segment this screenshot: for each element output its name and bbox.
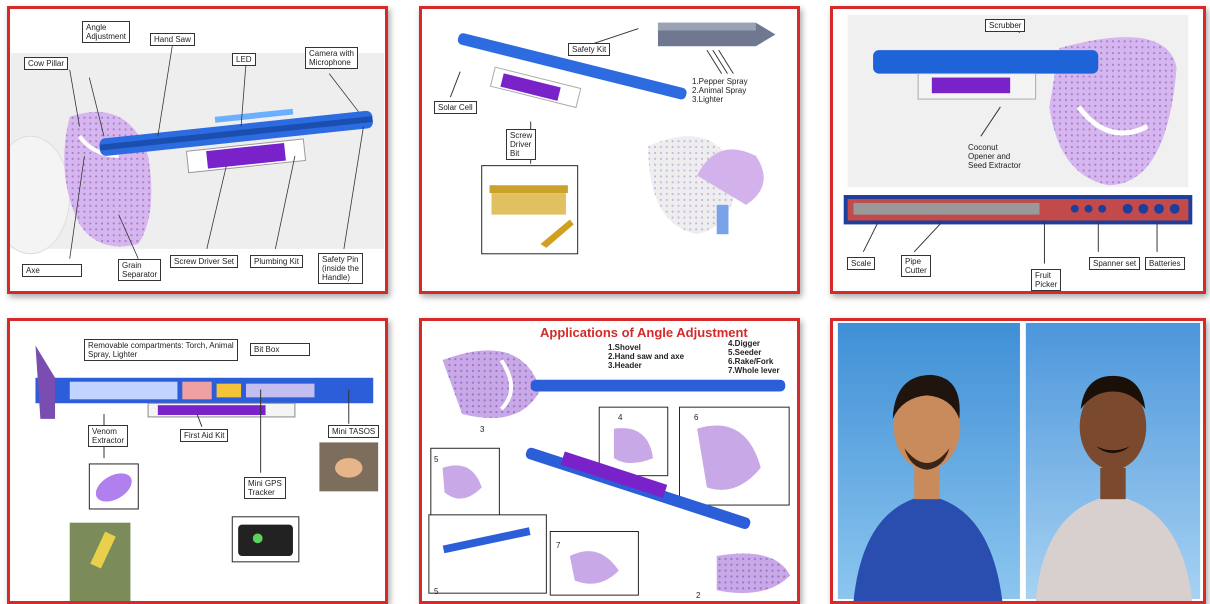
panel-safety-kit: Safety Kit Solar Cell Screw Driver Bit 1…	[419, 6, 800, 294]
app-number-5a: 5	[434, 455, 438, 464]
label-hand-saw: Hand Saw	[150, 33, 195, 46]
app-number-6: 6	[694, 413, 698, 422]
label-cow-pillar: Cow Pillar	[24, 57, 68, 70]
label-venom-extractor: Venom Extractor	[88, 425, 128, 447]
label-led: LED	[232, 53, 256, 66]
panel-compartments: Removable compartments: Torch, Animal Sp…	[7, 318, 388, 604]
compartments-illustration	[10, 321, 385, 601]
app-number-3: 3	[480, 425, 484, 434]
app-number-2: 2	[696, 591, 700, 600]
label-axe: Axe	[22, 264, 82, 277]
panel-angle-applications: Applications of Angle Adjustment 1.Shove…	[419, 318, 800, 604]
applications-list-left: 1.Shovel 2.Hand saw and axe 3.Header	[608, 343, 684, 370]
label-removable-compartments: Removable compartments: Torch, Animal Sp…	[84, 339, 238, 361]
label-mini-tasos: Mini TASOS	[328, 425, 379, 438]
label-coconut-opener: Coconut Opener and Seed Extractor	[968, 143, 1021, 170]
panel-scrubber-scale: Scrubber Coconut Opener and Seed Extract…	[830, 6, 1206, 294]
label-pipe-cutter: Pipe Cutter	[901, 255, 931, 277]
applications-list-right: 4.Digger 5.Seeder 6.Rake/Fork 7.Whole le…	[728, 339, 780, 375]
label-fruit-picker: Fruit Picker	[1031, 269, 1061, 291]
panel-team-photos	[830, 318, 1206, 604]
label-scrubber: Scrubber	[985, 19, 1025, 32]
label-first-aid-kit: First Aid Kit	[180, 429, 228, 442]
panel-multi-tool-overview: Cow Pillar Angle Adjustment Hand Saw LED…	[7, 6, 388, 294]
label-screw-driver-bit: Screw Driver Bit	[506, 129, 536, 160]
label-bit-box: Bit Box	[250, 343, 310, 356]
label-grain-separator: Grain Separator	[118, 259, 161, 281]
app-number-4: 4	[618, 413, 622, 422]
label-hammer-set: Spanner set	[1089, 257, 1140, 270]
label-solar-cell: Solar Cell	[434, 101, 477, 114]
app-number-7: 7	[556, 541, 560, 550]
label-batteries: Batteries	[1145, 257, 1185, 270]
label-scale: Scale	[847, 257, 875, 270]
label-plumbing-kit: Plumbing Kit	[250, 255, 303, 268]
label-safety-kit: Safety Kit	[568, 43, 610, 56]
app-number-5b: 5	[434, 587, 438, 596]
panel5-title: Applications of Angle Adjustment	[540, 325, 748, 340]
label-angle-adjustment: Angle Adjustment	[82, 21, 130, 43]
label-mini-gps-tracker: Mini GPS Tracker	[244, 477, 286, 499]
label-sprays: 1.Pepper Spray 2.Animal Spray 3.Lighter	[692, 77, 748, 104]
label-camera-with-microphone: Camera with Microphone	[305, 47, 358, 69]
label-screw-driver-set: Screw Driver Set	[170, 255, 238, 268]
label-safety-pin: Safety Pin (inside the Handle)	[318, 253, 363, 284]
team-photos	[833, 321, 1203, 601]
